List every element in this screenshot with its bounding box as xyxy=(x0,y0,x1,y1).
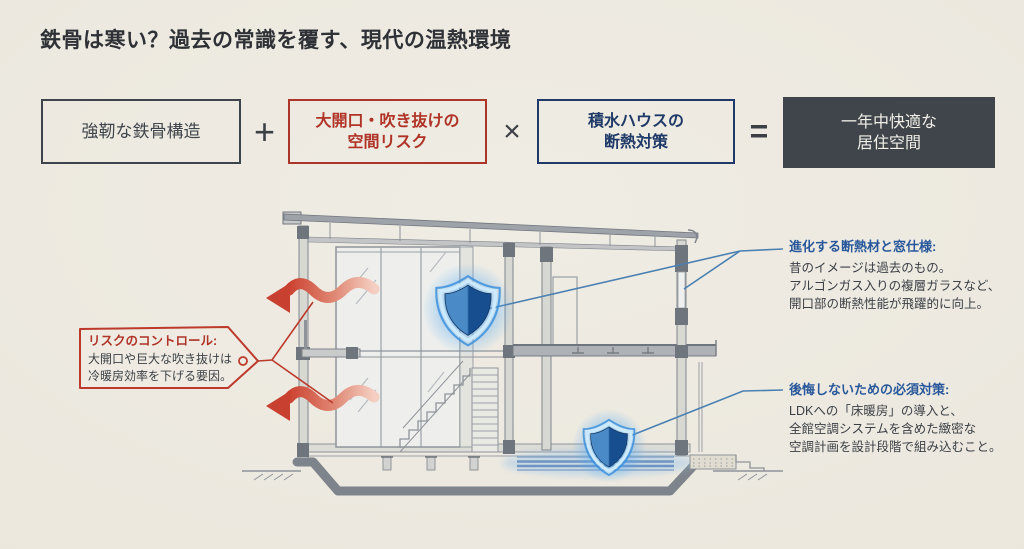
risk-tag xyxy=(79,301,334,404)
steel-structure-label: 強靭な鉄骨構造 xyxy=(81,122,201,141)
space-risk-line1: 大開口・吹き抜けの xyxy=(315,112,460,130)
times-operator: × xyxy=(503,114,521,148)
formula-box-space-risk: 大開口・吹き抜けの 空間リスク xyxy=(288,99,487,164)
porch-steps xyxy=(689,362,765,471)
callout-hvac-line: 全館空調システムを含めた緻密な xyxy=(789,422,977,436)
callout-risk-line: 大開口や巨大な吹き抜けは xyxy=(88,352,233,366)
callout-insulation-line: 開口部の断熱性能が飛躍的に向上。 xyxy=(789,297,990,311)
callout-insulation-title: 進化する断熱材と窓仕様: xyxy=(789,239,937,254)
result-line2: 居住空間 xyxy=(856,134,921,152)
callout-insulation-windows: 進化する断熱材と窓仕様: 昔のイメージは過去のもの。 アルゴンガス入りの複層ガラ… xyxy=(789,238,1000,313)
connector-lines-blue xyxy=(478,248,784,437)
callout-hvac-title: 後悔しないための必須対策: xyxy=(789,382,950,397)
plus-operator: + xyxy=(253,110,276,152)
callout-hvac-plan: 後悔しないための必須対策: LDKへの「床暖房」の導入と、 全館空調システムを含… xyxy=(789,381,1002,456)
callout-insulation-line: 昔のイメージは過去のもの。 xyxy=(789,261,952,275)
callout-risk-control: リスクのコントロール: 大開口や巨大な吹き抜けは 冷暖房効率を下げる要因。 xyxy=(88,333,236,385)
insulation-line2: 断熱対策 xyxy=(603,133,668,151)
callout-insulation-line: アルゴンガス入りの複層ガラスなど、 xyxy=(789,279,1001,293)
heat-loss-arrow-lower xyxy=(266,384,380,421)
connector-hvac xyxy=(629,389,784,437)
formula-box-insulation-measures: 積水ハウスの 断熱対策 xyxy=(537,99,735,164)
callout-risk-line: 冷暖房効率を下げる要因。 xyxy=(88,369,233,383)
left-wall xyxy=(296,225,310,459)
roof xyxy=(282,211,699,252)
formula-box-comfortable-living: 一年中快適な 居住空間 xyxy=(783,97,995,168)
connector-insulation-from-wall xyxy=(683,250,741,290)
staircase xyxy=(399,360,499,453)
connector-insulation-from-shield xyxy=(478,248,784,312)
callout-hvac-line: 空調計画を設計段階で組み込むこと。 xyxy=(789,440,1002,454)
equals-operator: = xyxy=(749,113,769,149)
insulation-shield-icon xyxy=(422,263,514,355)
floor-heating-shield-icon xyxy=(572,409,646,483)
heat-loss-arrow-upper xyxy=(266,276,380,313)
formula-box-steel-structure: 強靭な鉄骨構造 xyxy=(41,99,241,164)
insulation-line1: 積水ハウスの xyxy=(587,112,684,130)
ground-line-right xyxy=(713,470,783,481)
callout-hvac-line: LDKへの「床暖房」の導入と、 xyxy=(789,404,963,418)
tag-hole xyxy=(238,356,248,366)
callout-risk-title: リスクのコントロール: xyxy=(88,334,218,348)
right-wall xyxy=(675,239,688,456)
space-risk-line2: 空間リスク xyxy=(347,133,428,151)
page-title: 鉄骨は寒い？過去の常識を覆す、現代の温熱環境 xyxy=(40,29,512,52)
result-line1: 一年中快適な xyxy=(840,113,937,131)
ground-line-left xyxy=(242,470,301,481)
